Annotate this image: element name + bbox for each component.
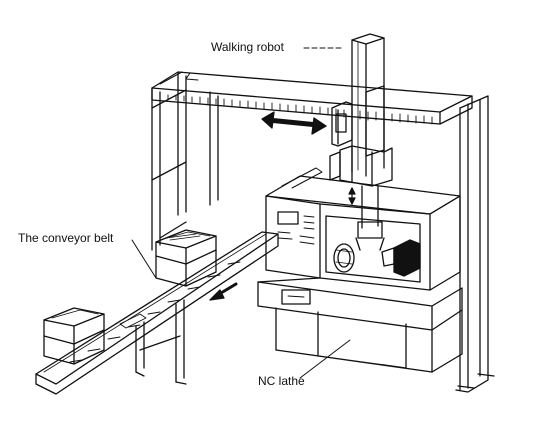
conveyor-belt [35,231,279,395]
workpiece-boxes [43,229,217,365]
nc-lathe-label: NC lathe [258,374,305,388]
conveyor-belt-label: The conveyor belt [18,231,114,245]
walking-robot-label: Walking robot [211,40,284,54]
nc-lathe [257,167,463,373]
travel-arrow [261,111,327,135]
callout-lines [131,47,351,379]
gantry-frame [151,71,495,393]
